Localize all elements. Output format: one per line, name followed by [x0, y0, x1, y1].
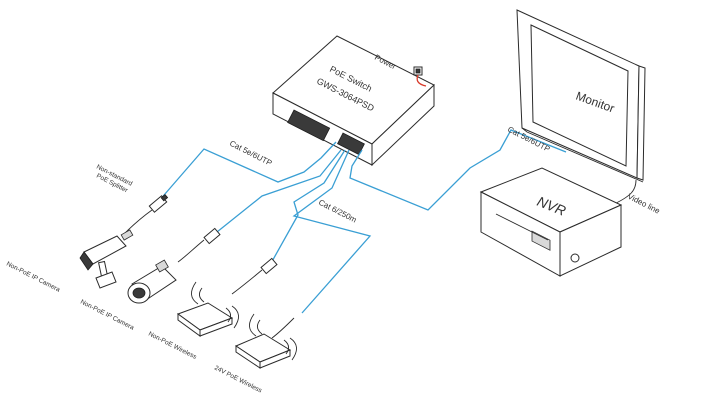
monitor: Monitor — [516, 9, 646, 183]
switch-ports-right — [337, 132, 365, 156]
label-camera-1: Non-PoE IP Camera — [5, 261, 61, 294]
wireless-2-signal-icon — [249, 313, 297, 361]
label-wireless-1: Non-PoE Wireless — [147, 331, 198, 362]
cable-switch-to-wireless1 — [269, 149, 346, 266]
poe-switch: PoE Switch GWS-3064PSD — [272, 35, 435, 167]
wireless-1-lead — [231, 269, 263, 295]
wireless-ap-1 — [176, 281, 239, 337]
nvr: NVR — [479, 167, 623, 277]
cable-switch-to-splitter — [157, 141, 337, 203]
cable-switch-to-camera2 — [211, 149, 342, 237]
wireless-1-signal-icon — [191, 281, 239, 329]
label-video-line: Video line — [626, 192, 662, 216]
wireless-ap-2 — [234, 313, 297, 369]
camera-2-lead — [177, 239, 205, 263]
cable-switch-to-wireless2 — [292, 149, 372, 314]
cables — [157, 129, 567, 314]
nvr-power-knob — [570, 253, 580, 263]
label-camera-2: Non-PoE IP Camera — [79, 299, 135, 332]
cable-switch-to-nvr — [349, 129, 567, 211]
switch-ports-left — [287, 109, 331, 142]
wireless-2-lead — [271, 317, 295, 339]
label-cable-long-run: Cat 6/250m — [317, 198, 358, 225]
label-wireless-2: 24V PoE Wireless — [213, 365, 264, 395]
nvr-front-panel — [531, 230, 551, 251]
poe-splitter: Non-standard PoE Splitter — [95, 164, 169, 213]
camera-1 — [79, 229, 134, 289]
camera-2-connector — [203, 227, 221, 245]
power-cable — [416, 74, 427, 87]
wireless-1-connector — [260, 257, 278, 275]
camera-2 — [127, 259, 177, 304]
